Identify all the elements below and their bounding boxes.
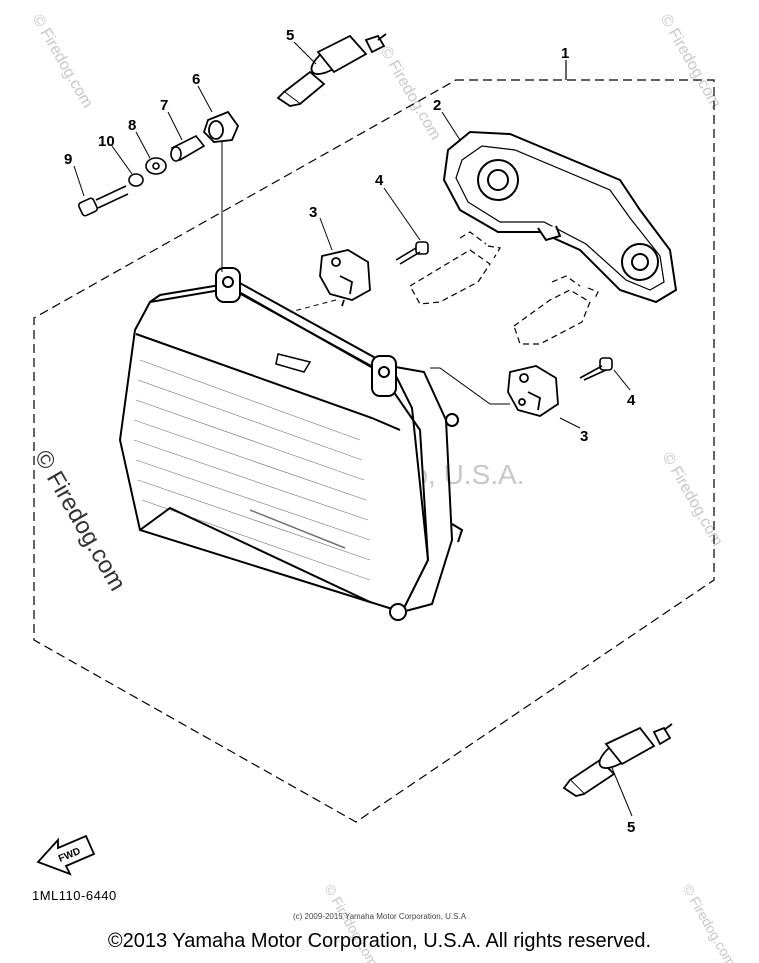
fwd-arrow: FWD	[36, 834, 96, 876]
screw-lower-leader	[613, 369, 631, 391]
callout-3-lower: 3	[580, 428, 588, 445]
bulb-lower-leader	[611, 767, 633, 817]
firedog-watermark-top: © Firedog.com	[377, 44, 444, 144]
bolt	[77, 185, 129, 217]
bulb-upper	[276, 33, 387, 107]
callout-9: 9	[64, 151, 72, 168]
small-part-leaders	[73, 85, 581, 429]
assembly-boundary	[33, 79, 715, 823]
screw-lower	[579, 357, 613, 381]
socket-upper	[319, 249, 371, 307]
callout-3-upper: 3	[309, 204, 317, 221]
screw-upper-leader	[383, 187, 421, 241]
callout-labels: 1 2 3 3 4 4 5 5 6 7 8 9 10	[64, 27, 636, 836]
collar	[170, 134, 206, 162]
callout-8: 8	[128, 117, 136, 134]
bulb-lower	[562, 723, 673, 797]
small-copyright: (c) 2009-2015 Yamaha Motor Corporation, …	[292, 912, 467, 921]
firedog-watermark-mid-right: © Firedog.com	[659, 450, 726, 550]
bulb-hidden-outlines	[409, 231, 599, 345]
callout-2: 2	[433, 97, 441, 114]
bulb-upper-leader	[293, 41, 317, 65]
callout-5-lower: 5	[627, 819, 635, 836]
callout-4-lower: 4	[627, 392, 636, 409]
callout-7: 7	[160, 97, 168, 114]
headlight-unit	[118, 267, 464, 621]
callout-4-upper: 4	[375, 172, 384, 189]
screw-upper	[395, 241, 429, 265]
callout-1: 1	[561, 45, 569, 62]
drawing-code: 1ML110-6440	[32, 888, 117, 903]
firedog-watermark-left: © Firedog.com	[29, 446, 131, 596]
firedog-watermark-top-right: © Firedog.com	[657, 12, 724, 112]
grommet	[202, 110, 240, 143]
socket-lower-leader	[430, 367, 510, 405]
washer	[145, 157, 167, 175]
callout-6: 6	[192, 71, 200, 88]
callout-5-upper: 5	[286, 27, 294, 44]
socket-upper-leader	[289, 299, 337, 313]
lens-shading	[133, 359, 371, 581]
callout-10: 10	[98, 133, 115, 150]
holder-bracket	[442, 130, 678, 304]
socket-lower	[507, 365, 559, 417]
firedog-watermark-top-left: © Firedog.com	[29, 12, 96, 112]
spring-washer	[128, 173, 144, 187]
copyright-notice: ©2013 Yamaha Motor Corporation, U.S.A. A…	[107, 930, 652, 952]
